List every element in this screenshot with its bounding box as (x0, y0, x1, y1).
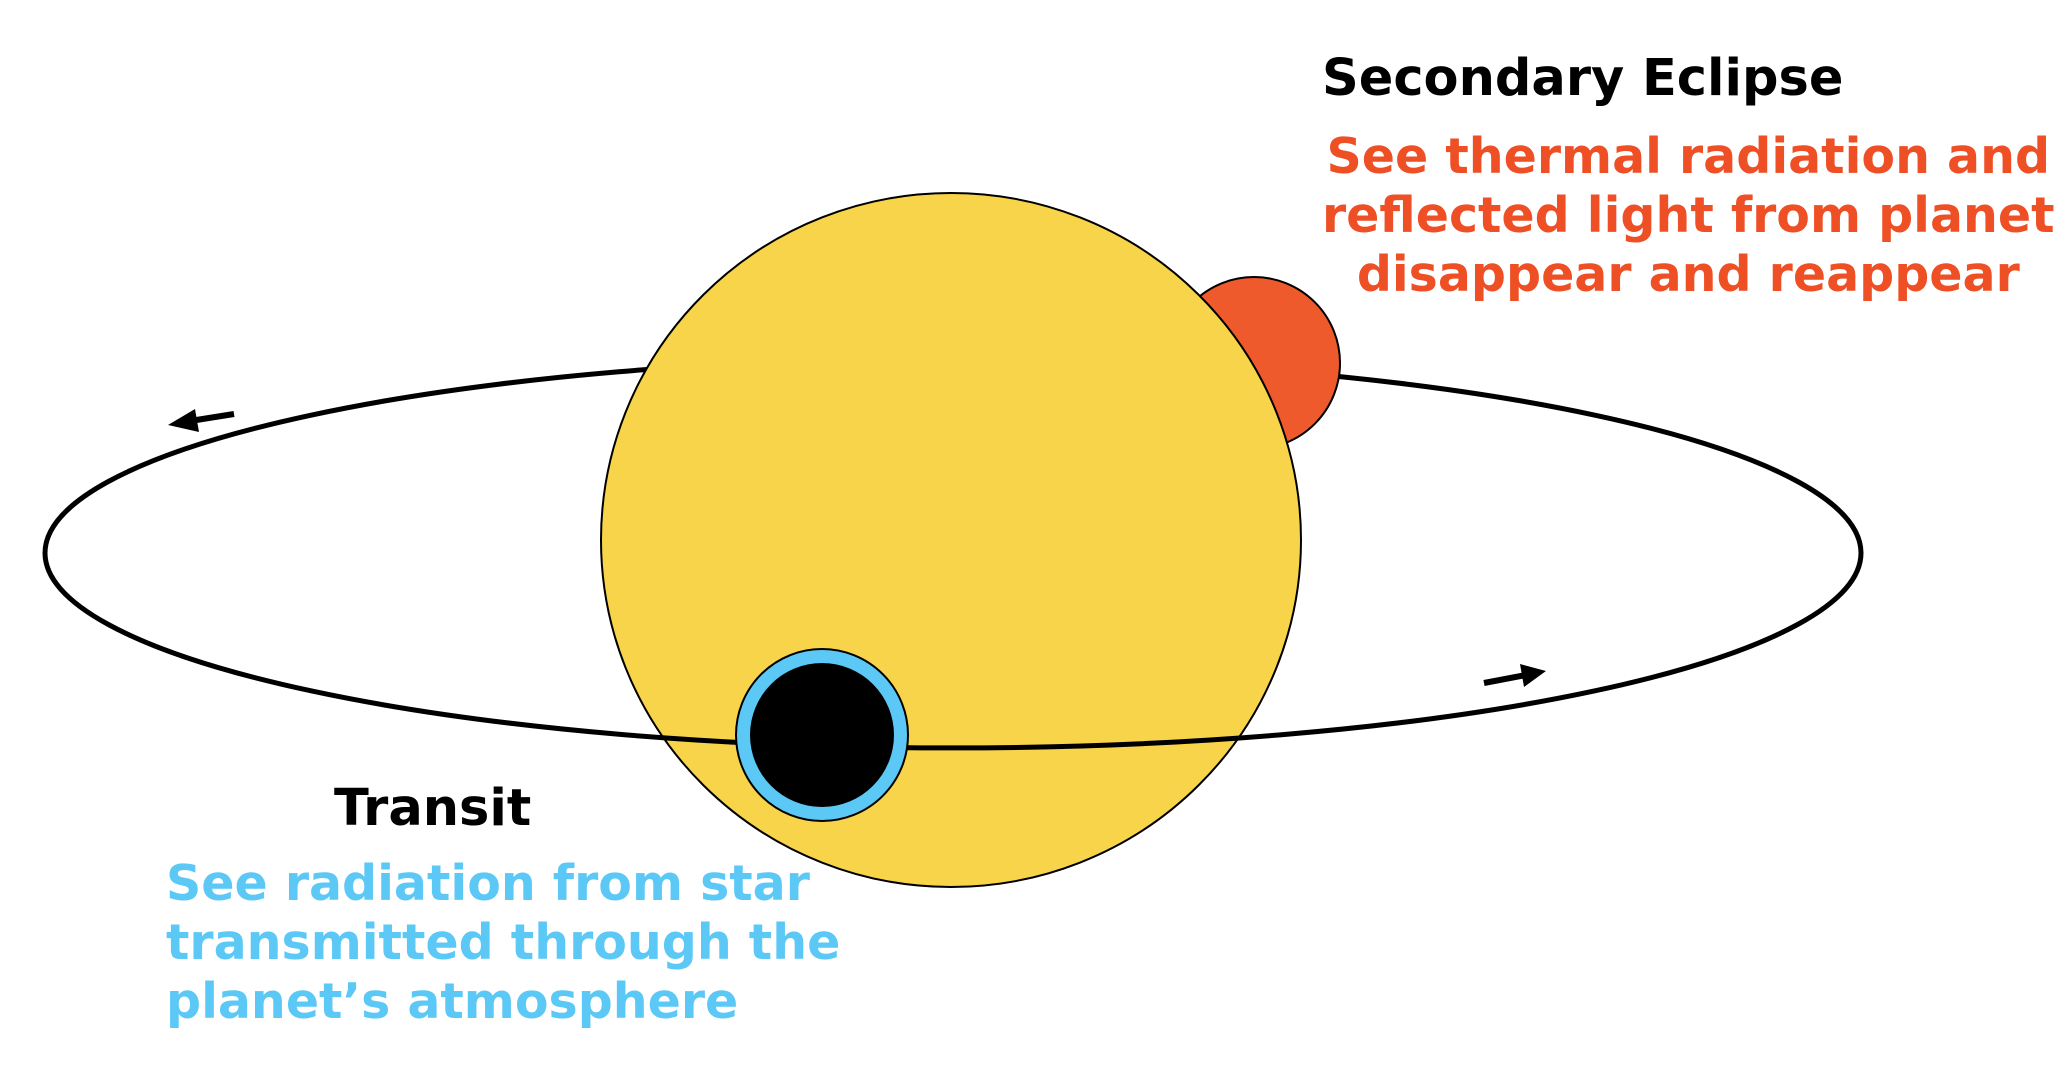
transit-description-line: See radiation from star (166, 855, 810, 912)
transit-planet (750, 663, 894, 807)
transit-description-line: transmitted through the (166, 913, 841, 971)
star (600, 192, 1302, 888)
transit-heading: Transit (334, 779, 532, 838)
secondary-eclipse-description-line: reflected light from planet (1322, 186, 2055, 244)
orbit-front-half (42, 552, 1864, 751)
secondary-eclipse-description-line: See thermal radiation and (1326, 128, 2051, 185)
arrow-right-icon (1483, 664, 1546, 687)
arrow-left-icon (168, 409, 235, 432)
transit-description: See radiation from star transmitted thro… (166, 855, 840, 1031)
transit-description-line: planet’s atmosphere (166, 972, 739, 1030)
secondary-eclipse-heading: Secondary Eclipse (1322, 49, 1844, 108)
secondary-eclipse-description: See thermal radiation and reflected ligh… (1322, 128, 2055, 304)
secondary-eclipse-description-line: disappear and reappear (1356, 245, 2020, 303)
